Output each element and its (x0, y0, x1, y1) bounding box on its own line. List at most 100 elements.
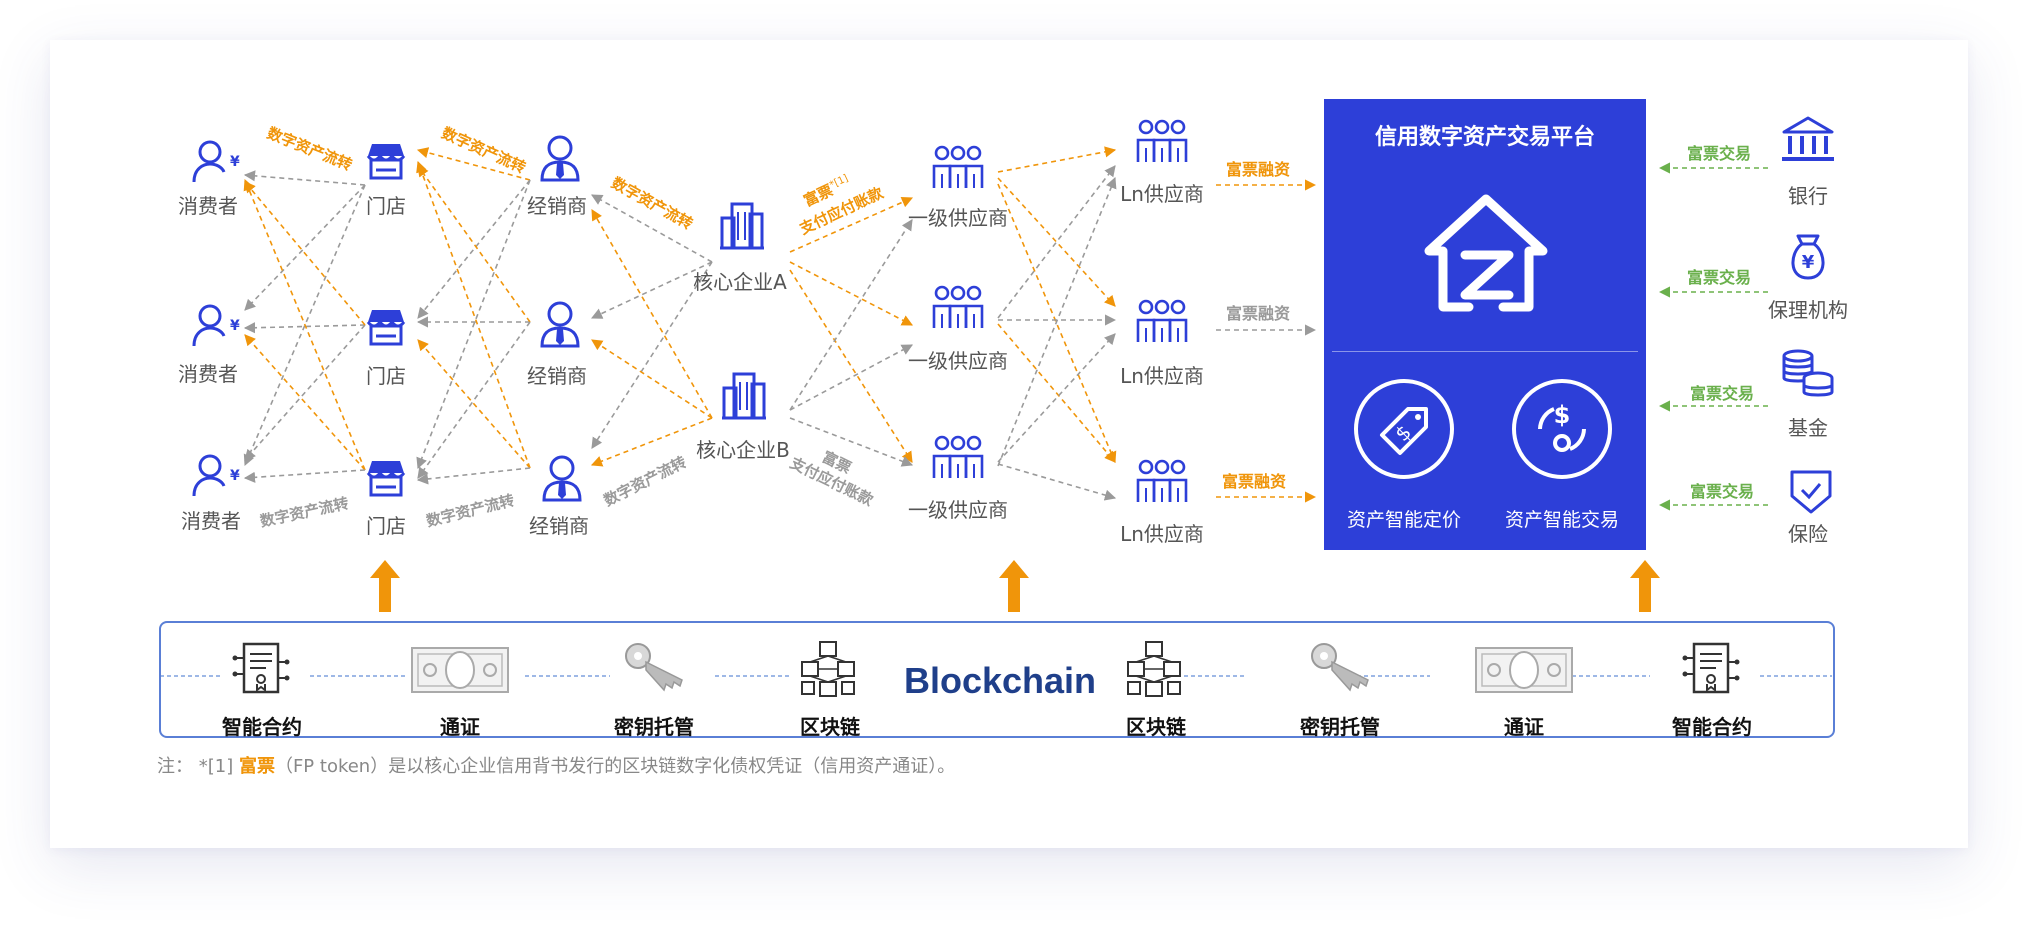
edge-label-finance-1: 富票融资 (1226, 160, 1291, 179)
ln-supplier-group-icon (1134, 118, 1190, 166)
shield-icon (1786, 466, 1842, 520)
svg-text:$: $ (1554, 401, 1571, 429)
consumer-icon: ¥ (190, 138, 244, 186)
up-arrow-3 (1630, 560, 1660, 612)
chain-item-label: 通证 (440, 715, 480, 739)
node-consumer-3: 消费者 (181, 509, 241, 533)
edge-store2-consumer2 (243, 322, 366, 334)
key-icon (1308, 640, 1372, 702)
node-dealer-3: 经销商 (529, 514, 589, 538)
dealer-icon (538, 300, 582, 348)
edge-dealer3-store3 (416, 467, 531, 485)
institution-label: 保险 (1788, 522, 1828, 546)
node-consumer-2: 消费者 (178, 362, 238, 386)
edge-store1-consumer1 (243, 170, 366, 186)
money-bag-icon: ¥ (1782, 232, 1838, 286)
edge-coreA-tier1-3 (789, 269, 913, 463)
edge-store3-consumer1 (243, 178, 366, 471)
platform-title: 信用数字资产交易平台 (1374, 125, 1595, 150)
dealer-icon (538, 134, 582, 182)
ln-supplier-group-icon (1134, 298, 1190, 346)
blockchain-title: Blockchain (903, 660, 1097, 701)
edges-layer (243, 146, 1768, 511)
platform-home-icon (1424, 194, 1548, 312)
node-ln-2: Ln供应商 (1120, 364, 1204, 388)
edge-store3-consumer3 (243, 469, 366, 483)
bank-icon (1780, 114, 1836, 168)
edge-coreA-dealer2 (590, 261, 713, 319)
supplier-group-icon (930, 434, 986, 482)
edge-dealer2-store3 (417, 321, 531, 479)
banknote-icon (410, 640, 510, 702)
edge-coreB-tier1-3 (789, 417, 914, 467)
svg-text:¥: ¥ (230, 154, 240, 170)
edge-store1-consumer2 (244, 184, 366, 311)
edge-t1-ln1 (997, 146, 1117, 173)
edge-store2-consumer1 (244, 181, 366, 326)
node-store-2: 门店 (366, 364, 406, 388)
ln-supplier-group-icon (1134, 458, 1190, 506)
edge-t2-ln3 (997, 323, 1116, 463)
edge-t1-ln2 (997, 177, 1116, 307)
edge-store1-consumer3 (243, 184, 366, 467)
dollar-exchange-icon: $ (1512, 379, 1612, 479)
svg-text:¥: ¥ (230, 468, 240, 484)
node-dealer-2: 经销商 (527, 364, 587, 388)
price-tag-icon: $ (1354, 379, 1454, 479)
node-dealer-1: 经销商 (527, 194, 587, 218)
store-icon (364, 140, 408, 182)
node-core-b: 核心企业B (696, 438, 790, 462)
edge-dealer1-store3 (416, 179, 531, 470)
chain-item-label: 智能合约 (222, 715, 302, 739)
svg-text:¥: ¥ (1802, 252, 1815, 273)
edge-coreB-tier1-2 (789, 344, 913, 411)
edge-dealer1-store2 (417, 179, 531, 319)
edge-dealer3-store1 (416, 160, 531, 469)
edge-coreB-dealer3 (590, 417, 713, 467)
store-icon (364, 306, 408, 348)
node-tier1-1: 一级供应商 (908, 206, 1008, 230)
platform-trading-label: 资产智能交易 (1504, 509, 1620, 531)
node-tier1-3: 一级供应商 (908, 498, 1008, 522)
edge-t3-ln1 (997, 176, 1117, 467)
institution-trade-label: 富票交易 (1687, 144, 1752, 163)
chain-item-label: 密钥托管 (1300, 715, 1380, 739)
chain-item-label: 区块链 (800, 715, 860, 739)
edge-coreA-tier1-1 (789, 196, 914, 253)
smart-contract-icon (1680, 640, 1744, 702)
dealer-icon (540, 454, 584, 502)
core-enterprise-b-icon (720, 370, 768, 422)
institution-trade-label: 富票交易 (1687, 268, 1752, 287)
chain-item-label: 智能合约 (1672, 715, 1752, 739)
edge-dealer3-store2 (417, 339, 531, 469)
platform-pricing-label: 资产智能定价 (1346, 509, 1462, 531)
edge-coreB-tier1-1 (789, 219, 913, 411)
coins-icon (1778, 348, 1834, 402)
node-core-a: 核心企业A (693, 270, 787, 294)
node-consumer-1: 消费者 (178, 194, 238, 218)
chain-item-label: 密钥托管 (614, 715, 694, 739)
chain-item-label: 通证 (1504, 715, 1544, 739)
node-ln-1: Ln供应商 (1120, 182, 1204, 206)
up-arrow-1 (370, 560, 400, 612)
core-enterprise-a-icon (718, 200, 766, 252)
up-arrow-2 (999, 560, 1029, 612)
chain-item-label: 区块链 (1126, 715, 1186, 739)
blockchain-icon (1124, 640, 1188, 702)
institution-label: 基金 (1788, 416, 1828, 440)
footnote-prefix: 注： *[1] (157, 756, 239, 777)
edge-t2-ln1 (997, 165, 1116, 319)
key-icon (622, 640, 686, 702)
edge-store3-consumer2 (244, 334, 366, 471)
edge-dealer2-store1 (417, 165, 531, 323)
node-store-1: 门店 (366, 194, 406, 218)
edge-store2-consumer3 (244, 324, 366, 461)
edge-coreA-dealer3 (591, 261, 713, 449)
edge-label-finance-3: 富票融资 (1222, 472, 1287, 491)
institution-label: 银行 (1788, 184, 1828, 208)
credit-asset-trading-platform: 信用数字资产交易平台 $ $ 资产智能定价 资产智能交易 (1324, 99, 1646, 550)
supplier-group-icon (930, 144, 986, 192)
banknote-icon (1474, 640, 1574, 702)
edge-coreB-dealer1 (591, 209, 713, 419)
